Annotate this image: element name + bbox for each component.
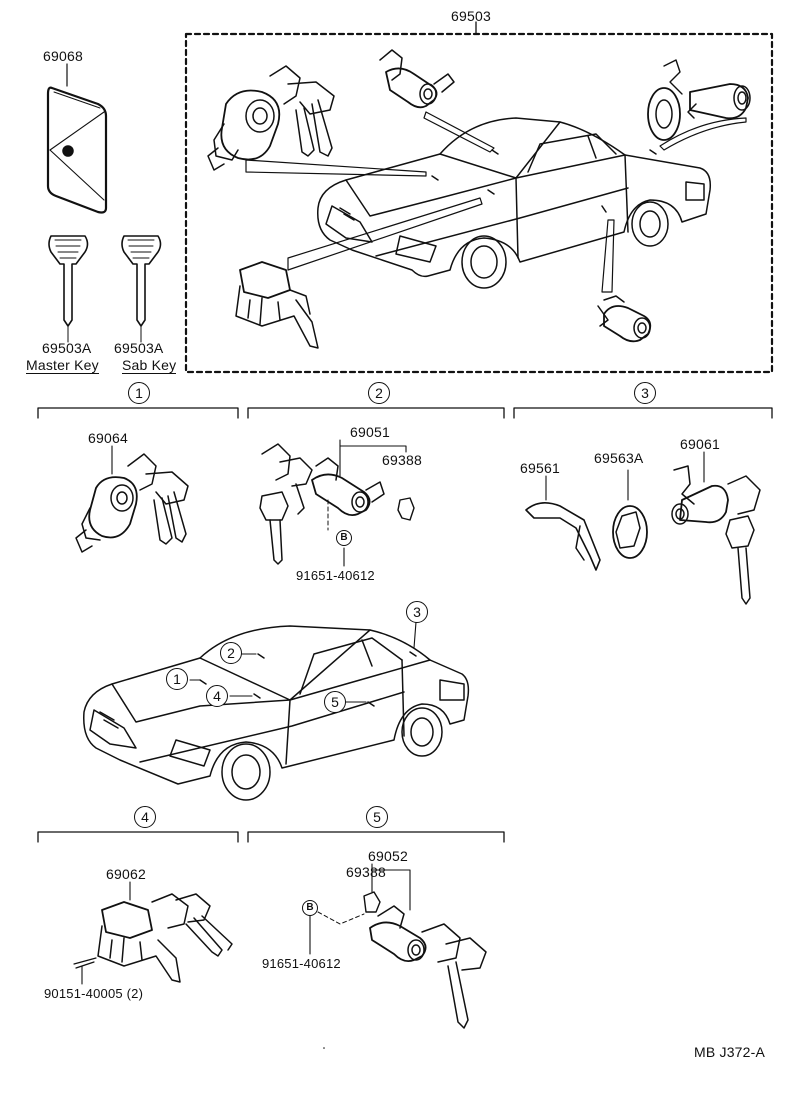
section-2-bolt-marker: B	[336, 530, 352, 546]
section-brackets	[37, 407, 773, 843]
master-key-label: Master Key	[26, 357, 99, 374]
section-2-clip-part-number: 69388	[382, 452, 422, 468]
car-marker-5: 5	[324, 691, 346, 713]
section-5-clip-part-number: 69388	[346, 864, 386, 880]
section-5-bolt-marker: B	[302, 900, 318, 916]
locator-arrows	[245, 111, 747, 293]
section-5-bolt-part-number: 91651-40612	[262, 956, 341, 971]
section-4-marker: 4	[134, 806, 156, 828]
section-4-lock-illustration	[73, 881, 233, 985]
key-plate-part-number: 69068	[43, 48, 83, 64]
section-1-marker: 1	[128, 382, 150, 404]
sub-key-label: Sab Key	[122, 357, 177, 374]
car-marker-4: 4	[206, 685, 228, 707]
section-5-cylinder-set-part-number: 69052	[368, 848, 408, 864]
stray-dot	[323, 1047, 325, 1049]
section-3-illustration	[525, 451, 761, 605]
section-1-ignition-illustration	[75, 445, 189, 553]
sub-key-illustration	[121, 235, 162, 343]
car-marker-3: 3	[406, 601, 428, 623]
section-3-cylinder-part-number: 69061	[680, 436, 720, 452]
top-door-cylinder-illustration	[379, 49, 455, 109]
sub-key-part-number: 69503A	[114, 340, 164, 356]
section-3-lever-part-number: 69561	[520, 460, 560, 476]
assembly-box	[184, 21, 774, 374]
section-4-screw-part-number: 90151-40005 (2)	[44, 986, 144, 1001]
top-trunk-cylinder-illustration	[647, 59, 751, 141]
section-5-marker: 5	[366, 806, 388, 828]
section-2-marker: 2	[368, 382, 390, 404]
section-2-cylinder-set-part-number: 69051	[350, 424, 390, 440]
section-4-lock-part-number: 69062	[106, 866, 146, 882]
car-marker-2: 2	[220, 642, 242, 664]
top-latch-illustration	[235, 261, 319, 349]
section-1-ignition-part-number: 69064	[88, 430, 128, 446]
figure-code: MB J372-A	[694, 1044, 766, 1060]
section-3-plate-part-number: 69563A	[594, 450, 644, 466]
top-ignition-illustration	[207, 65, 335, 171]
key-plate-illustration	[46, 63, 108, 214]
master-key-part-number: 69503A	[42, 340, 92, 356]
assembly-part-number: 69503	[451, 8, 491, 24]
section-3-marker: 3	[634, 382, 656, 404]
section-2-cylinder-illustration	[259, 439, 415, 567]
top-door-cylinder-2-illustration	[597, 295, 652, 343]
car-marker-1: 1	[166, 668, 188, 690]
car-middle-illustration	[83, 621, 470, 801]
section-5-cylinder-illustration	[309, 863, 487, 1029]
car-top-illustration	[317, 117, 712, 289]
section-2-bolt-part-number: 91651-40612	[296, 568, 375, 583]
master-key-illustration	[48, 235, 89, 343]
